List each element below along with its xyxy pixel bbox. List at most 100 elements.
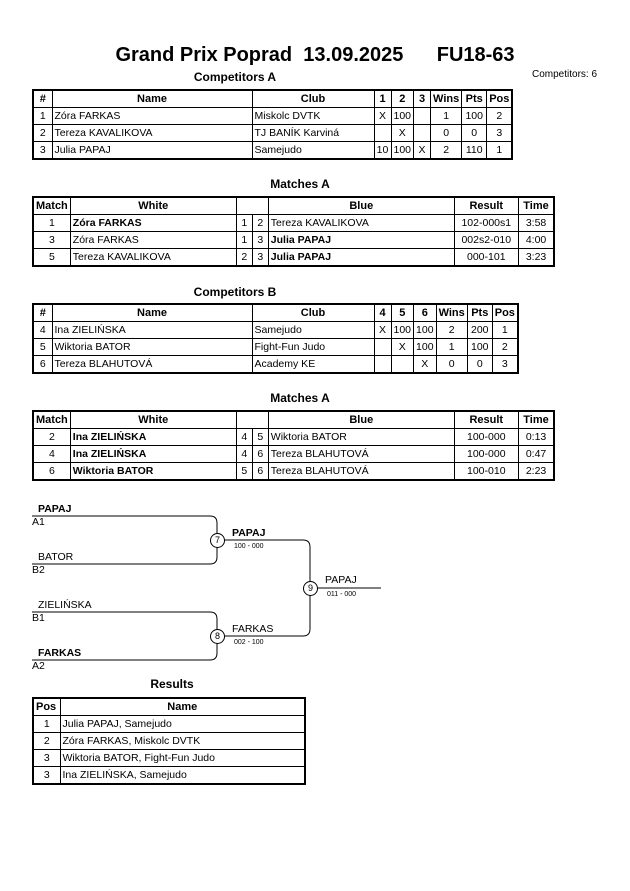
table-cell: 100-010 xyxy=(453,462,519,481)
page-title: Grand Prix Poprad 13.09.2025 FU18-63 xyxy=(0,44,630,67)
bracket-sf1-bottom-seed: B2 xyxy=(32,564,45,576)
table-cell: Julia PAPAJ xyxy=(267,231,455,249)
table-cell: 3 xyxy=(32,766,61,785)
matches-b-title: Matches A xyxy=(270,391,330,405)
table-cell: 0:13 xyxy=(517,428,555,446)
bracket-sf2-score: 002 - 100 xyxy=(234,639,264,646)
table-cell: X xyxy=(390,338,415,356)
table-cell: 3 xyxy=(32,231,71,249)
table-cell: Julia PAPAJ xyxy=(267,248,455,267)
table-cell: 4:00 xyxy=(517,231,555,249)
table-cell: 2:23 xyxy=(517,462,555,481)
table-cell: Tereza KAVALIKOVA xyxy=(51,124,253,142)
table-cell: 3:58 xyxy=(517,214,555,232)
table-cell: 100 xyxy=(461,107,488,125)
table-cell: 100-000 xyxy=(453,428,519,446)
col-header: Wins xyxy=(430,89,463,108)
table-cell: 1 xyxy=(32,214,71,232)
table-cell: Wiktoria BATOR xyxy=(51,338,253,356)
table-cell: 3 xyxy=(32,749,61,767)
col-header: Club xyxy=(251,89,375,108)
event-date: 13.09.2025 xyxy=(303,44,404,66)
table-cell: Ina ZIELIŃSKA xyxy=(69,445,237,463)
bracket-match-9: 9 xyxy=(303,581,318,596)
table-cell xyxy=(373,124,392,142)
results-title: Results xyxy=(150,677,194,691)
table-cell: 100 xyxy=(390,141,415,160)
category: FU18-63 xyxy=(436,44,515,66)
table-cell: X xyxy=(413,355,437,374)
table-cell: Ina ZIELIŃSKA xyxy=(69,428,237,446)
col-header: Time xyxy=(517,410,555,429)
table-cell: Ina ZIELIŃSKA, Samejudo xyxy=(59,766,306,785)
table-cell: 0 xyxy=(466,355,493,374)
competitors-count: Competitors: 6 xyxy=(532,69,598,80)
bracket-match-8: 8 xyxy=(210,629,225,644)
competitors-b-title: Competitors B xyxy=(193,285,277,299)
bracket-sf2-bottom-seed: A2 xyxy=(32,660,45,672)
table-cell: 1 xyxy=(32,715,61,733)
bracket-final-winner: PAPAJ xyxy=(325,574,357,586)
col-header: Match xyxy=(32,196,71,215)
table-header: # Name Club 4 5 6 Wins Pts Pos xyxy=(32,303,519,322)
table-cell: 4 xyxy=(32,445,71,463)
table-cell: 100-000 xyxy=(453,445,519,463)
table-cell: Julia PAPAJ, Samejudo xyxy=(59,715,306,733)
bracket-sf1-score: 100 - 000 xyxy=(234,543,264,550)
table-cell: Fight-Fun Judo xyxy=(251,338,375,356)
table-cell: 2 xyxy=(32,428,71,446)
table-cell: 5 xyxy=(32,248,71,267)
table-cell: Wiktoria BATOR xyxy=(267,428,455,446)
table-cell: 6 xyxy=(32,355,53,374)
table-cell: 0 xyxy=(430,124,463,142)
bracket-match-7: 7 xyxy=(210,533,225,548)
matches-a-title: Matches A xyxy=(270,177,330,191)
table-cell: 2 xyxy=(430,141,463,160)
bracket-sf2-bottom: FARKAS xyxy=(38,647,82,659)
table-cell: Wiktoria BATOR, Fight-Fun Judo xyxy=(59,749,306,767)
table-cell: Zóra FARKAS, Miskolc DVTK xyxy=(59,732,306,750)
bracket-sf1-winner: PAPAJ xyxy=(232,527,266,539)
bracket-sf1-bottom: BATOR xyxy=(38,551,74,563)
table-cell: Julia PAPAJ xyxy=(51,141,253,160)
table-cell: 0:47 xyxy=(517,445,555,463)
bracket-final-score: 011 - 000 xyxy=(327,591,357,598)
table-cell: Samejudo xyxy=(251,141,375,160)
table-cell: 0 xyxy=(461,124,488,142)
table-cell: 100 xyxy=(466,338,493,356)
bracket-sf2-winner: FARKAS xyxy=(232,623,274,635)
table-cell: Tereza BLAHUTOVÁ xyxy=(267,462,455,481)
table-cell: 3 xyxy=(486,124,513,142)
event-name: Grand Prix Poprad xyxy=(115,44,293,66)
bracket-sf1-top-seed: A1 xyxy=(32,516,45,528)
col-header: Wins xyxy=(435,303,468,322)
col-header: Result xyxy=(453,196,519,215)
table-cell: 2 xyxy=(486,107,513,125)
table-cell: 6 xyxy=(32,462,71,481)
table-header: Match White Blue Result Time xyxy=(32,196,555,215)
bracket-sf1-top: PAPAJ xyxy=(38,503,72,515)
table-cell: Tereza BLAHUTOVÁ xyxy=(51,355,253,374)
table-cell: 2 xyxy=(491,338,519,356)
table-cell: 110 xyxy=(461,141,488,160)
col-header: Name xyxy=(59,697,306,716)
bracket-sf2-top-seed: B1 xyxy=(32,612,45,624)
table-header: Pos Name xyxy=(32,697,306,716)
col-header: Match xyxy=(32,410,71,429)
competitors-a-title: Competitors A xyxy=(193,70,277,84)
table-cell: 10 xyxy=(373,141,392,160)
